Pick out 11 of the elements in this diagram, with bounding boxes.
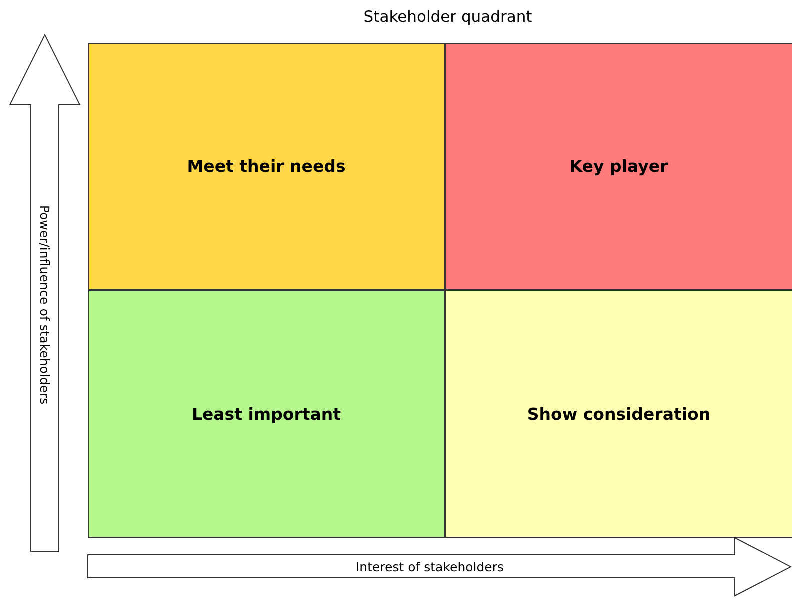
quadrant-label: Show consideration	[527, 404, 711, 424]
quadrant-box	[88, 290, 445, 538]
axis-label: Power/influence of stakeholders	[38, 205, 52, 405]
diagram-title: Stakeholder quadrant	[364, 8, 532, 26]
axis-label: Interest of stakeholders	[356, 560, 504, 574]
quadrant-box	[88, 43, 445, 290]
quadrant-box	[445, 290, 792, 538]
quadrant-label: Least important	[192, 404, 342, 424]
quadrant-label: Key player	[570, 157, 668, 176]
quadrant-label: Meet their needs	[187, 157, 346, 176]
quadrant-box	[445, 43, 792, 290]
